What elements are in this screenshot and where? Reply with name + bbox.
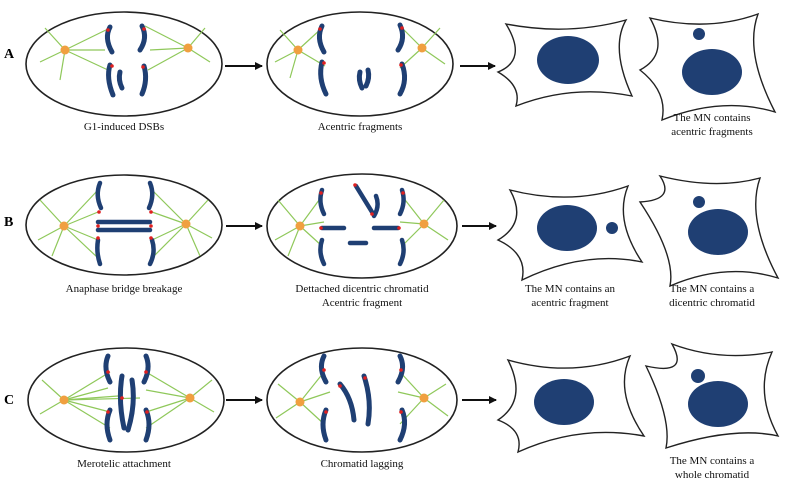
caption-b-cell2-line2: Acentric fragment (322, 297, 402, 309)
centrosome-left (60, 45, 70, 55)
centrosome-left (59, 221, 69, 231)
caption-b-cell1: Anaphase bridge breakage (66, 283, 183, 295)
centrosome-left (295, 221, 305, 231)
row-b-anaphase-cell: Anaphase bridge breakage (25, 174, 223, 295)
nucleus (537, 205, 597, 251)
row-c: C M (4, 342, 780, 481)
caption-b-cell2-line1: Dettached dicentric chromatid (295, 283, 429, 295)
kinetochores (96, 210, 153, 240)
chromatids (95, 180, 156, 267)
centrosome-right (417, 43, 427, 53)
cell-outline (27, 347, 225, 453)
row-label-a: A (4, 47, 15, 62)
cell-outline (266, 347, 458, 453)
cell-outline (266, 11, 454, 117)
spindle-fibers (274, 195, 449, 257)
micronucleus (693, 196, 705, 208)
caption-b-d2-line2: dicentric chromatid (669, 297, 755, 309)
caption-a-cell2: Acentric fragments (318, 121, 403, 133)
caption-c-cell1: Merotelic attachment (77, 458, 171, 470)
nucleus (534, 379, 594, 425)
centrosome-right (185, 393, 195, 403)
kinetochores (106, 370, 149, 414)
nucleus (537, 36, 599, 84)
row-a-daughter-cell-2: The MN contains acentric fragments (638, 12, 777, 138)
centrosome-left (59, 395, 69, 405)
nucleus (682, 49, 742, 95)
cell-outline (25, 11, 223, 117)
chromatids (318, 183, 406, 267)
kinetochores (319, 183, 405, 230)
row-c-anaphase-cell: Chromatid lagging (266, 347, 458, 470)
caption-c-cell2: Chromatid lagging (321, 458, 404, 470)
caption-a-d2-line2: acentric fragments (671, 126, 753, 138)
spindle-fibers (37, 189, 213, 259)
row-c-daughter-cell-2: The MN contains a whole chromatid (644, 342, 780, 481)
row-b-daughter-cell-1: The MN contains an acentric fragment (496, 184, 644, 309)
centrosome-right (183, 43, 193, 53)
row-b-telophase-cell: Dettached dicentric chromatid Acentric f… (266, 173, 458, 309)
caption-c-d2-line1: The MN contains a (670, 455, 755, 467)
row-b-daughter-cell-2: The MN contains a dicentric chromatid (638, 174, 780, 309)
micronucleus (606, 222, 618, 234)
cell-outline (25, 174, 223, 276)
row-b: B (4, 173, 780, 309)
caption-c-d2-line2: whole chromatid (675, 469, 750, 481)
cell-outline (266, 173, 458, 279)
caption-a-d2-line1: The MN contains (674, 112, 751, 124)
centrosome-right (419, 219, 429, 229)
caption-b-d2-line1: The MN contains a (670, 283, 755, 295)
caption-b-d1-line1: The MN contains an (525, 283, 616, 295)
centrosome-left (295, 397, 305, 407)
centrosome-right (419, 393, 429, 403)
spindle-fibers (39, 371, 215, 429)
centrosome-right (181, 219, 191, 229)
row-c-daughter-cell-1 (496, 354, 646, 454)
centrosome-left (293, 45, 303, 55)
micronucleus (691, 369, 705, 383)
spindle-fibers (39, 25, 211, 81)
row-c-metaphase-cell: Merotelic attachment (27, 347, 225, 470)
row-a: A G1-induced DSBs (4, 11, 777, 138)
row-a-anaphase-cell: Acentric fragments (266, 11, 454, 133)
kinetochores (318, 26, 404, 67)
row-label-c: C (4, 393, 14, 408)
kinetochores (322, 368, 403, 414)
micronucleus (693, 28, 705, 40)
nucleus (688, 381, 748, 427)
caption-a-cell1: G1-induced DSBs (84, 121, 164, 133)
kinetochores (106, 27, 146, 69)
nucleus (688, 209, 748, 255)
caption-b-d1-line2: acentric fragment (531, 297, 608, 309)
row-a-metaphase-cell: G1-induced DSBs (25, 11, 223, 133)
row-label-b: B (4, 215, 13, 230)
row-a-daughter-cell-1 (496, 18, 634, 108)
